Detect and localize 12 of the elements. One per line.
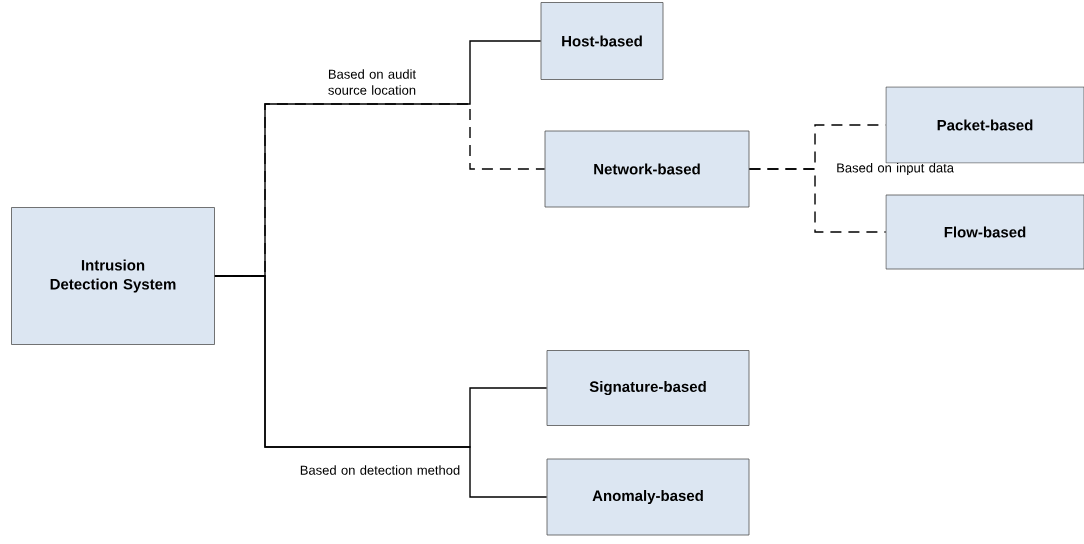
process-box: Anomaly-based bbox=[546, 458, 750, 536]
process-box: Host-based bbox=[540, 2, 664, 80]
process-box: Packet-based bbox=[885, 86, 1084, 164]
branch-label: Based on detection method bbox=[300, 465, 460, 475]
connector-line bbox=[214, 275, 548, 498]
process-box: Flow-based bbox=[885, 194, 1084, 270]
branch-label: Based on audit source location bbox=[328, 69, 416, 95]
process-box: Network-based bbox=[544, 130, 750, 208]
branch-label: Based on input data bbox=[837, 162, 954, 176]
process-box: Signature-based bbox=[546, 350, 750, 426]
connector-line bbox=[748, 168, 887, 233]
process-box: Intrusion Detection System bbox=[11, 207, 215, 345]
